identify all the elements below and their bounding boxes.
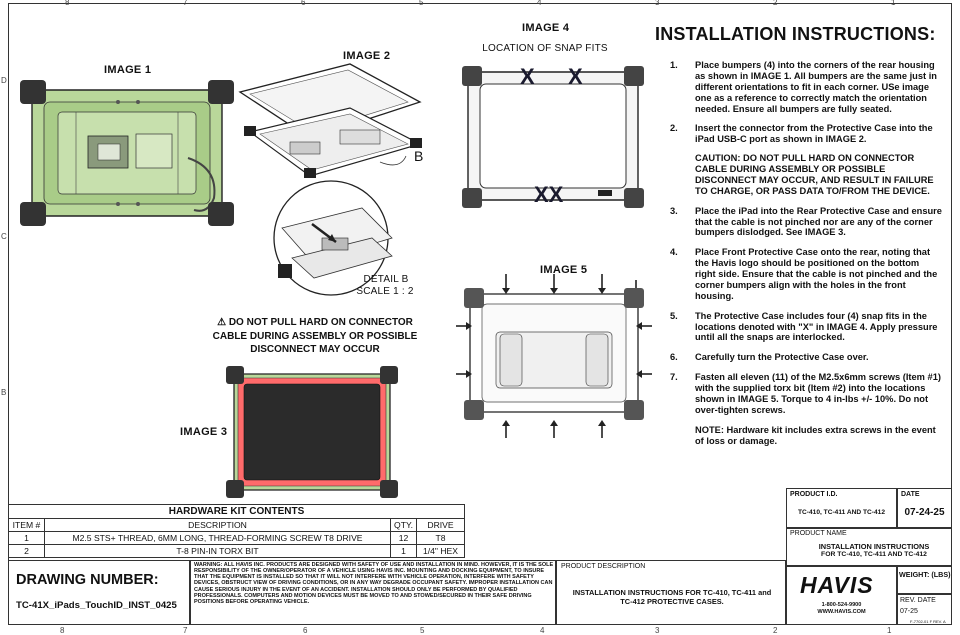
column-header-description: DESCRIPTION: [44, 518, 391, 532]
phone-number: 1-800-524-9900: [821, 602, 862, 608]
detail-b-label: DETAIL B: [363, 274, 409, 285]
product-id: TC-410, TC-411 AND TC-412: [798, 509, 885, 516]
instruction-step-4: 4.Place Front Protective Case onto the r…: [670, 247, 938, 301]
zone-bottom-2: 2: [773, 626, 778, 635]
product-name-label: PRODUCT NAME: [790, 530, 847, 537]
zone-bottom-7: 7: [183, 626, 188, 635]
image3-ipad-in-case-illustration: [226, 366, 398, 498]
product-description: INSTALLATION INSTRUCTIONS FOR TC-410, TC…: [572, 588, 772, 606]
table-row: 2 T-8 PIN-IN TORX BIT 1 1/4" HEX: [8, 544, 465, 558]
instructions-title: INSTALLATION INSTRUCTIONS:: [655, 24, 936, 44]
zone-bottom-6: 6: [303, 626, 308, 635]
zone-top-2: 2: [773, 0, 778, 7]
zone-bottom-5: 5: [420, 626, 425, 635]
snap-fits-caption: LOCATION OF SNAP FITS: [482, 43, 608, 54]
instruction-step-5: 5.The Protective Case includes four (4) …: [670, 310, 938, 343]
zone-top-1: 1: [891, 0, 896, 7]
zone-bottom-1: 1: [887, 626, 892, 635]
product-name-line2: FOR TC-410, TC-411 AND TC-412: [821, 551, 927, 558]
snap-fit-mark-1: X: [520, 64, 535, 89]
zone-side-c: C: [1, 232, 7, 241]
image5-title: IMAGE 5: [540, 264, 588, 276]
connector-warning-note: ⚠ DO NOT PULL HARD ON CONNECTOR CABLE DU…: [212, 317, 418, 355]
zone-top-8: 8: [65, 0, 70, 7]
image2-title: IMAGE 2: [343, 50, 391, 62]
product-description-cell: [556, 560, 786, 625]
zone-top-4: 4: [537, 0, 542, 7]
instruction-step-1: 1.Place bumpers (4) into the corners of …: [670, 60, 937, 114]
rev-date-value: 07-25: [900, 608, 918, 615]
image4-front-case-illustration: [462, 66, 644, 208]
hardware-note: NOTE: Hardware kit includes extra screws…: [695, 424, 936, 446]
rev-date-label: REV. DATE: [900, 597, 936, 604]
instruction-step-6: 6.Carefully turn the Protective Case ove…: [670, 352, 869, 363]
zone-bottom-4: 4: [540, 626, 545, 635]
drawing-number: TC-41X_iPads_TouchID_INST_0425: [16, 600, 177, 611]
product-id-cell: [786, 488, 897, 528]
date-label: DATE: [901, 491, 920, 498]
image5-screw-locations-illustration: [456, 274, 652, 438]
zone-top-7: 7: [183, 0, 188, 7]
instruction-step-2: 2.Insert the connector from the Protecti…: [670, 123, 942, 196]
disclaimer-cell: [190, 560, 556, 625]
weight-label: WEIGHT: (LBS): [899, 570, 951, 579]
havis-logo: HAVIS: [800, 572, 874, 598]
image1-title: IMAGE 1: [104, 64, 152, 76]
zone-bottom-8: 8: [60, 626, 65, 635]
zone-bottom-3: 3: [655, 626, 660, 635]
table-row: 1 M2.5 STS+ THREAD, 6MM LONG, THREAD-FOR…: [8, 531, 465, 545]
image1-rear-housing-illustration: [20, 80, 234, 226]
drawing-number-label: DRAWING NUMBER:: [16, 572, 159, 588]
column-header-qty: QTY.: [390, 518, 417, 532]
date-value: 07-24-25: [904, 507, 945, 518]
snap-fit-mark-3: XX: [534, 182, 564, 207]
zone-side-d: D: [1, 76, 7, 85]
form-code: F-7702-01 F REV. A: [910, 619, 946, 624]
rev-date-cell: [897, 594, 952, 625]
image4-title: IMAGE 4: [522, 22, 570, 34]
instruction-steps: 1.Place bumpers (4) into the corners of …: [670, 60, 942, 446]
product-description-label: PRODUCT DESCRIPTION: [561, 563, 646, 570]
zone-side-b: B: [1, 388, 7, 397]
table-header-row: ITEM # DESCRIPTION QTY. DRIVE: [8, 518, 465, 532]
date-cell: [897, 488, 952, 528]
zone-top-3: 3: [655, 0, 660, 7]
callout-b-label: B: [414, 148, 424, 164]
detail-scale-label: SCALE 1 : 2: [356, 286, 414, 297]
website: WWW.HAVIS.COM: [817, 609, 866, 615]
hardware-table-title: HARDWARE KIT CONTENTS: [8, 504, 465, 518]
image2-connector-illustration: [238, 63, 422, 178]
warning-triangle-icon: ⚠: [217, 317, 227, 328]
product-name-cell: [786, 528, 952, 566]
instruction-step-7: 7.Fasten all eleven (11) of the M2.5x6mm…: [670, 372, 941, 415]
weight-cell: [897, 566, 952, 594]
column-header-item: ITEM #: [8, 518, 45, 532]
column-header-drive: DRIVE: [416, 518, 465, 532]
caution-text: CAUTION: DO NOT PULL HARD ON CONNECTOR C…: [695, 153, 934, 196]
instruction-step-3: 3.Place the iPad into the Rear Protectiv…: [670, 205, 942, 238]
zone-top-5: 5: [419, 0, 424, 7]
detail-b-illustration: [273, 180, 393, 296]
product-id-label: PRODUCT I.D.: [790, 491, 838, 498]
hardware-kit-table: HARDWARE KIT CONTENTS ITEM # DESCRIPTION…: [8, 504, 465, 558]
snap-fit-mark-2: X: [568, 64, 583, 89]
product-name-line1: INSTALLATION INSTRUCTIONS: [818, 542, 930, 551]
drawing-number-cell: [8, 560, 190, 625]
zone-top-6: 6: [301, 0, 306, 7]
image3-title: IMAGE 3: [180, 426, 228, 438]
safety-disclaimer: WARNING: ALL HAVIS INC. PRODUCTS ARE DES…: [194, 562, 554, 605]
logo-cell: [786, 566, 897, 625]
